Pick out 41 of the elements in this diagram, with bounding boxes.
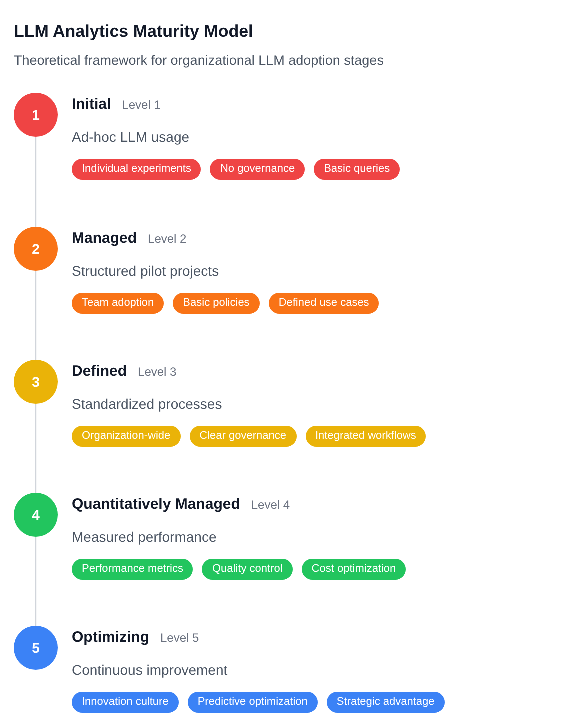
feature-tag: Integrated workflows xyxy=(306,426,426,447)
connector-line xyxy=(35,271,37,360)
step-number-circle: 3 xyxy=(14,360,58,404)
step-number-circle: 2 xyxy=(14,227,58,271)
step-number-circle: 4 xyxy=(14,493,58,537)
feature-tag: Strategic advantage xyxy=(326,692,445,713)
level-label: Level 1 xyxy=(122,97,161,113)
feature-tag: Team adoption xyxy=(72,293,164,314)
feature-tag: Basic policies xyxy=(173,293,260,314)
stage-description: Structured pilot projects xyxy=(72,262,220,281)
feature-tag: Defined use cases xyxy=(268,293,380,314)
connector-line xyxy=(35,137,37,227)
level-label: Level 2 xyxy=(148,231,187,247)
stage-description: Measured performance xyxy=(72,528,217,547)
level-label: Level 4 xyxy=(251,497,290,513)
stage-description: Continuous improvement xyxy=(72,661,228,680)
stage-heading: Managed xyxy=(72,229,138,249)
stage-heading: Optimizing xyxy=(72,628,150,648)
step-number-circle: 5 xyxy=(14,626,58,670)
feature-tag: Individual experiments xyxy=(72,159,202,180)
feature-tag: Predictive optimization xyxy=(188,692,318,713)
feature-tag: Innovation culture xyxy=(72,692,179,713)
feature-tag: Basic queries xyxy=(314,159,400,180)
step-number-circle: 1 xyxy=(14,93,58,137)
connector-line xyxy=(35,404,37,493)
level-label: Level 3 xyxy=(138,364,177,380)
feature-tag: Cost optimization xyxy=(302,559,406,580)
stage-heading: Defined xyxy=(72,362,128,382)
title: LLM Analytics Maturity Model xyxy=(14,21,254,43)
feature-tag: Organization-wide xyxy=(72,426,181,447)
connector-line xyxy=(35,537,37,626)
feature-tag: Clear governance xyxy=(190,426,296,447)
subtitle: Theoretical framework for organizational LLM adoption stages xyxy=(14,52,384,70)
feature-tag: Performance metrics xyxy=(72,559,194,580)
stage-heading: Initial xyxy=(72,95,112,115)
stage-heading: Quantitatively Managed xyxy=(72,495,240,515)
feature-tag: No governance xyxy=(210,159,306,180)
stage-description: Standardized processes xyxy=(72,395,222,414)
feature-tag: Quality control xyxy=(202,559,293,580)
level-label: Level 5 xyxy=(160,630,200,646)
stage-description: Ad-hoc LLM usage xyxy=(72,128,190,147)
